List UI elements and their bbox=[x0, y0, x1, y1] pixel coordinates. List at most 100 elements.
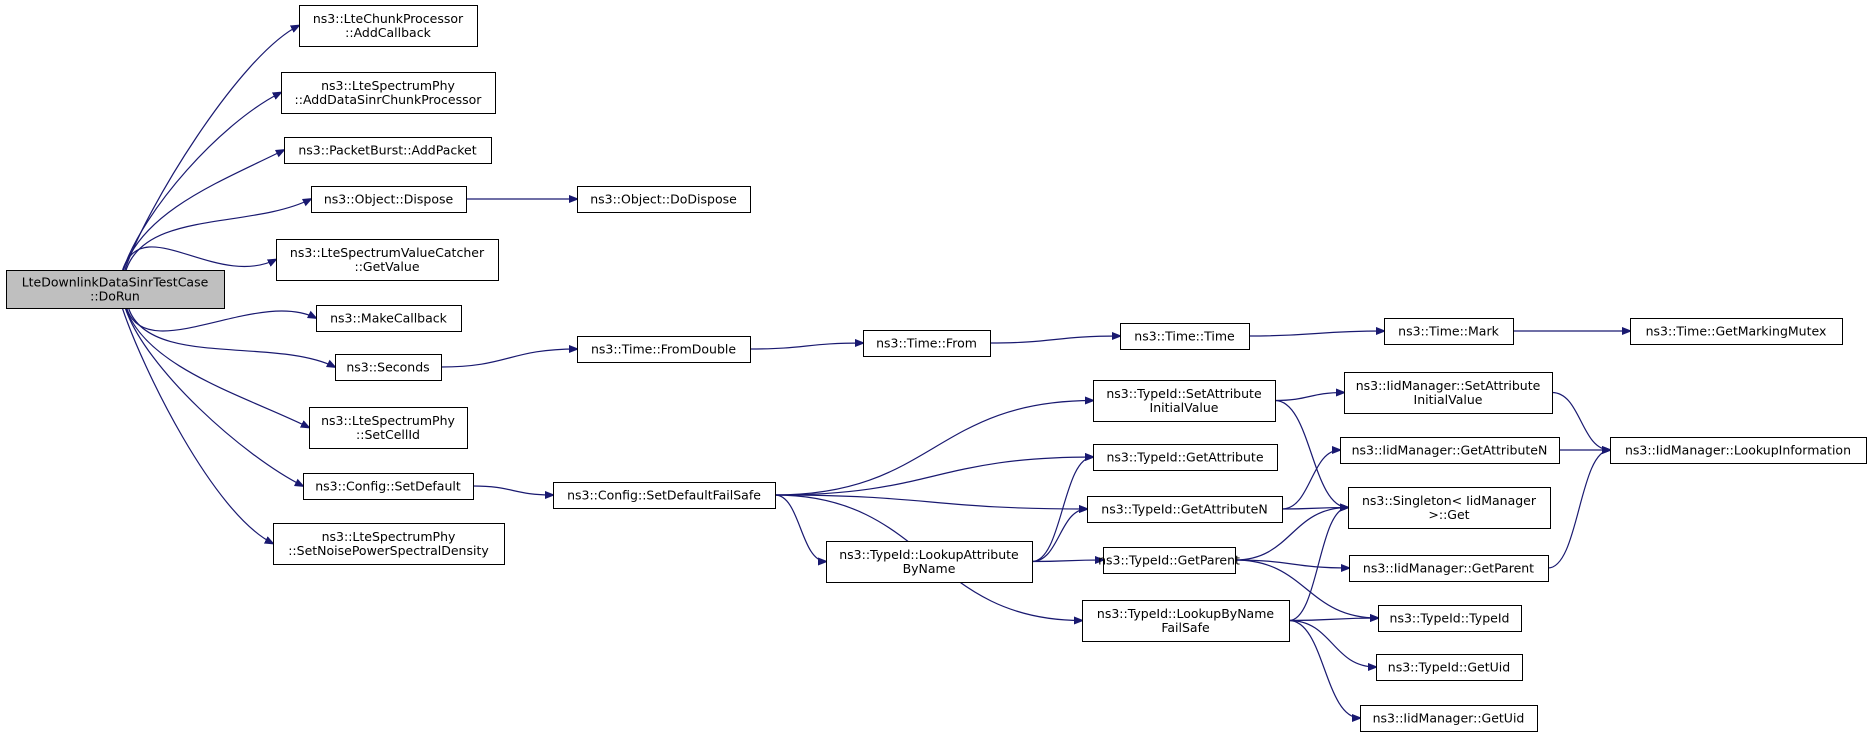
node-label: ns3::LteChunkProcessor bbox=[313, 11, 464, 26]
node-box bbox=[1610, 437, 1867, 464]
node-label: ns3::TypeId::LookupAttribute bbox=[839, 547, 1019, 562]
node-label: ns3::Time::From bbox=[876, 336, 977, 351]
node-label: ::SetCellId bbox=[356, 427, 420, 442]
node-ns3-ltechunkprocessor-addcallback[interactable]: ns3::LteChunkProcessor::AddCallback bbox=[299, 5, 478, 47]
node-label: ns3::Config::SetDefault bbox=[315, 479, 461, 494]
node-box bbox=[577, 186, 751, 213]
node-ns3-typeid-typeid[interactable]: ns3::TypeId::TypeId bbox=[1378, 605, 1522, 632]
edge-n16-to-n25 bbox=[774, 494, 826, 562]
node-ns3-typeid-getattributen[interactable]: ns3::TypeId::GetAttributeN bbox=[1087, 496, 1283, 523]
edge-n27-to-n20 bbox=[1547, 450, 1610, 569]
node-label: ns3::IidManager::GetUid bbox=[1373, 711, 1525, 726]
node-ns3-ltespectrumphy-adddatasinrchunkprocessor[interactable]: ns3::LteSpectrumPhy::AddDataSinrChunkPro… bbox=[281, 72, 496, 114]
edge-root-to-n3 bbox=[122, 150, 284, 271]
edge-n15-to-n16 bbox=[472, 485, 553, 495]
node-label: ns3::Time::FromDouble bbox=[591, 342, 736, 357]
edge-n26-to-n29 bbox=[1234, 559, 1378, 618]
node-ns3-object-dispose[interactable]: ns3::Object::Dispose bbox=[311, 186, 467, 213]
edge-root-to-n17 bbox=[121, 307, 273, 544]
node-label: ns3::IidManager::LookupInformation bbox=[1625, 443, 1851, 458]
node-box bbox=[311, 186, 467, 213]
edge-n28-to-n30 bbox=[1288, 619, 1376, 668]
node-box bbox=[303, 473, 474, 500]
edge-root-to-n7 bbox=[126, 307, 316, 332]
node-label: ns3::TypeId::SetAttribute bbox=[1106, 386, 1262, 401]
edges bbox=[121, 26, 1630, 719]
edge-n26-to-n24 bbox=[1234, 508, 1348, 561]
node-ns3-typeid-getattribute[interactable]: ns3::TypeId::GetAttribute bbox=[1093, 444, 1278, 471]
edge-n19-to-n20 bbox=[1551, 391, 1610, 451]
node-box bbox=[1103, 547, 1236, 574]
node-box bbox=[1340, 437, 1560, 464]
node-ns3-seconds[interactable]: ns3::Seconds bbox=[335, 354, 442, 381]
node-label: ns3::Seconds bbox=[346, 360, 429, 375]
node-ns3-time-getmarkingmutex[interactable]: ns3::Time::GetMarkingMutex bbox=[1630, 318, 1843, 345]
node-label: ByName bbox=[903, 561, 956, 576]
node-label: ns3::LteSpectrumPhy bbox=[321, 413, 455, 428]
node-box bbox=[335, 354, 442, 381]
node-ns3-iidmanager-getuid[interactable]: ns3::IidManager::GetUid bbox=[1360, 705, 1538, 732]
node-label: ::AddCallback bbox=[345, 25, 431, 40]
node-box bbox=[276, 239, 499, 281]
node-ns3-iidmanager-getparent[interactable]: ns3::IidManager::GetParent bbox=[1349, 555, 1549, 582]
node-box bbox=[1384, 318, 1514, 345]
edge-n25-to-n23 bbox=[1031, 509, 1087, 563]
edge-n23-to-n22 bbox=[1281, 450, 1340, 510]
node-box bbox=[1348, 487, 1551, 529]
node-ns3-time-mark[interactable]: ns3::Time::Mark bbox=[1384, 318, 1514, 345]
edge-root-to-n2 bbox=[122, 93, 281, 271]
node-label: ns3::Object::DoDispose bbox=[590, 192, 737, 207]
node-ns3-singleton-iidmanager-get[interactable]: ns3::Singleton< IidManager>::Get bbox=[1348, 487, 1551, 529]
node-label: ns3::LteSpectrumValueCatcher bbox=[290, 245, 485, 260]
node-box bbox=[1360, 705, 1538, 732]
edge-n28-to-n29 bbox=[1288, 618, 1378, 621]
node-ns3-time-from[interactable]: ns3::Time::From bbox=[863, 330, 991, 357]
node-box bbox=[826, 541, 1033, 583]
node-box bbox=[1082, 600, 1290, 642]
node-label: ns3::IidManager::GetAttributeN bbox=[1352, 443, 1548, 458]
node-ns3-makecallback[interactable]: ns3::MakeCallback bbox=[316, 305, 462, 332]
node-label: InitialValue bbox=[1414, 392, 1483, 407]
node-ns3-ltespectrumphy-setnoisepowerspectraldensity[interactable]: ns3::LteSpectrumPhy::SetNoisePowerSpectr… bbox=[273, 523, 505, 565]
node-box bbox=[309, 407, 468, 449]
node-ns3-time-fromdouble[interactable]: ns3::Time::FromDouble bbox=[577, 336, 751, 363]
node-box bbox=[281, 72, 496, 114]
node-box bbox=[316, 305, 462, 332]
edge-n25-to-n26 bbox=[1031, 560, 1103, 562]
node-ns3-config-setdefaultfailsafe[interactable]: ns3::Config::SetDefaultFailSafe bbox=[553, 482, 776, 509]
edge-n16-to-n23 bbox=[774, 494, 1087, 509]
node-label: ns3::TypeId::GetUid bbox=[1388, 660, 1510, 675]
node-ns3-iidmanager-setattribute-initialvalue[interactable]: ns3::IidManager::SetAttributeInitialValu… bbox=[1344, 372, 1553, 414]
node-ns3-iidmanager-lookupinformation[interactable]: ns3::IidManager::LookupInformation bbox=[1610, 437, 1867, 464]
node-ns3-config-setdefault[interactable]: ns3::Config::SetDefault bbox=[303, 473, 474, 500]
edge-root-to-n15 bbox=[124, 307, 303, 486]
node-ns3-typeid-getuid[interactable]: ns3::TypeId::GetUid bbox=[1376, 654, 1523, 681]
node-ltedownlinkdatasinrtestcase-dorun[interactable]: LteDownlinkDataSinrTestCase::DoRun bbox=[6, 270, 225, 309]
node-box bbox=[1087, 496, 1283, 523]
node-ns3-packetburst-addpacket[interactable]: ns3::PacketBurst::AddPacket bbox=[284, 137, 492, 164]
node-ns3-iidmanager-getattributen[interactable]: ns3::IidManager::GetAttributeN bbox=[1340, 437, 1560, 464]
node-ns3-time-time[interactable]: ns3::Time::Time bbox=[1120, 323, 1250, 350]
node-box bbox=[284, 137, 492, 164]
node-ns3-ltespectrumvaluecatcher-getvalue[interactable]: ns3::LteSpectrumValueCatcher::GetValue bbox=[276, 239, 499, 281]
node-label: ns3::IidManager::GetParent bbox=[1363, 561, 1534, 576]
node-label: ns3::Config::SetDefaultFailSafe bbox=[567, 488, 761, 503]
node-label: ns3::Singleton< IidManager bbox=[1362, 493, 1537, 508]
node-label: ns3::LteSpectrumPhy bbox=[321, 78, 455, 93]
node-box bbox=[1630, 318, 1843, 345]
nodes: LteDownlinkDataSinrTestCase::DoRunns3::L… bbox=[6, 5, 1867, 732]
node-label: >::Get bbox=[1428, 507, 1469, 522]
node-ns3-object-dodispose[interactable]: ns3::Object::DoDispose bbox=[577, 186, 751, 213]
edge-n10-to-n11 bbox=[989, 336, 1120, 344]
node-ns3-typeid-getparent[interactable]: ns3::TypeId::GetParent bbox=[1098, 547, 1240, 574]
node-box bbox=[1344, 372, 1553, 414]
edge-n18-to-n19 bbox=[1274, 393, 1344, 402]
node-label: InitialValue bbox=[1150, 400, 1219, 415]
node-ns3-ltespectrumphy-setcellid[interactable]: ns3::LteSpectrumPhy::SetCellId bbox=[309, 407, 468, 449]
node-label: ns3::Object::Dispose bbox=[324, 192, 454, 207]
edge-n25-to-n21 bbox=[1031, 457, 1093, 563]
